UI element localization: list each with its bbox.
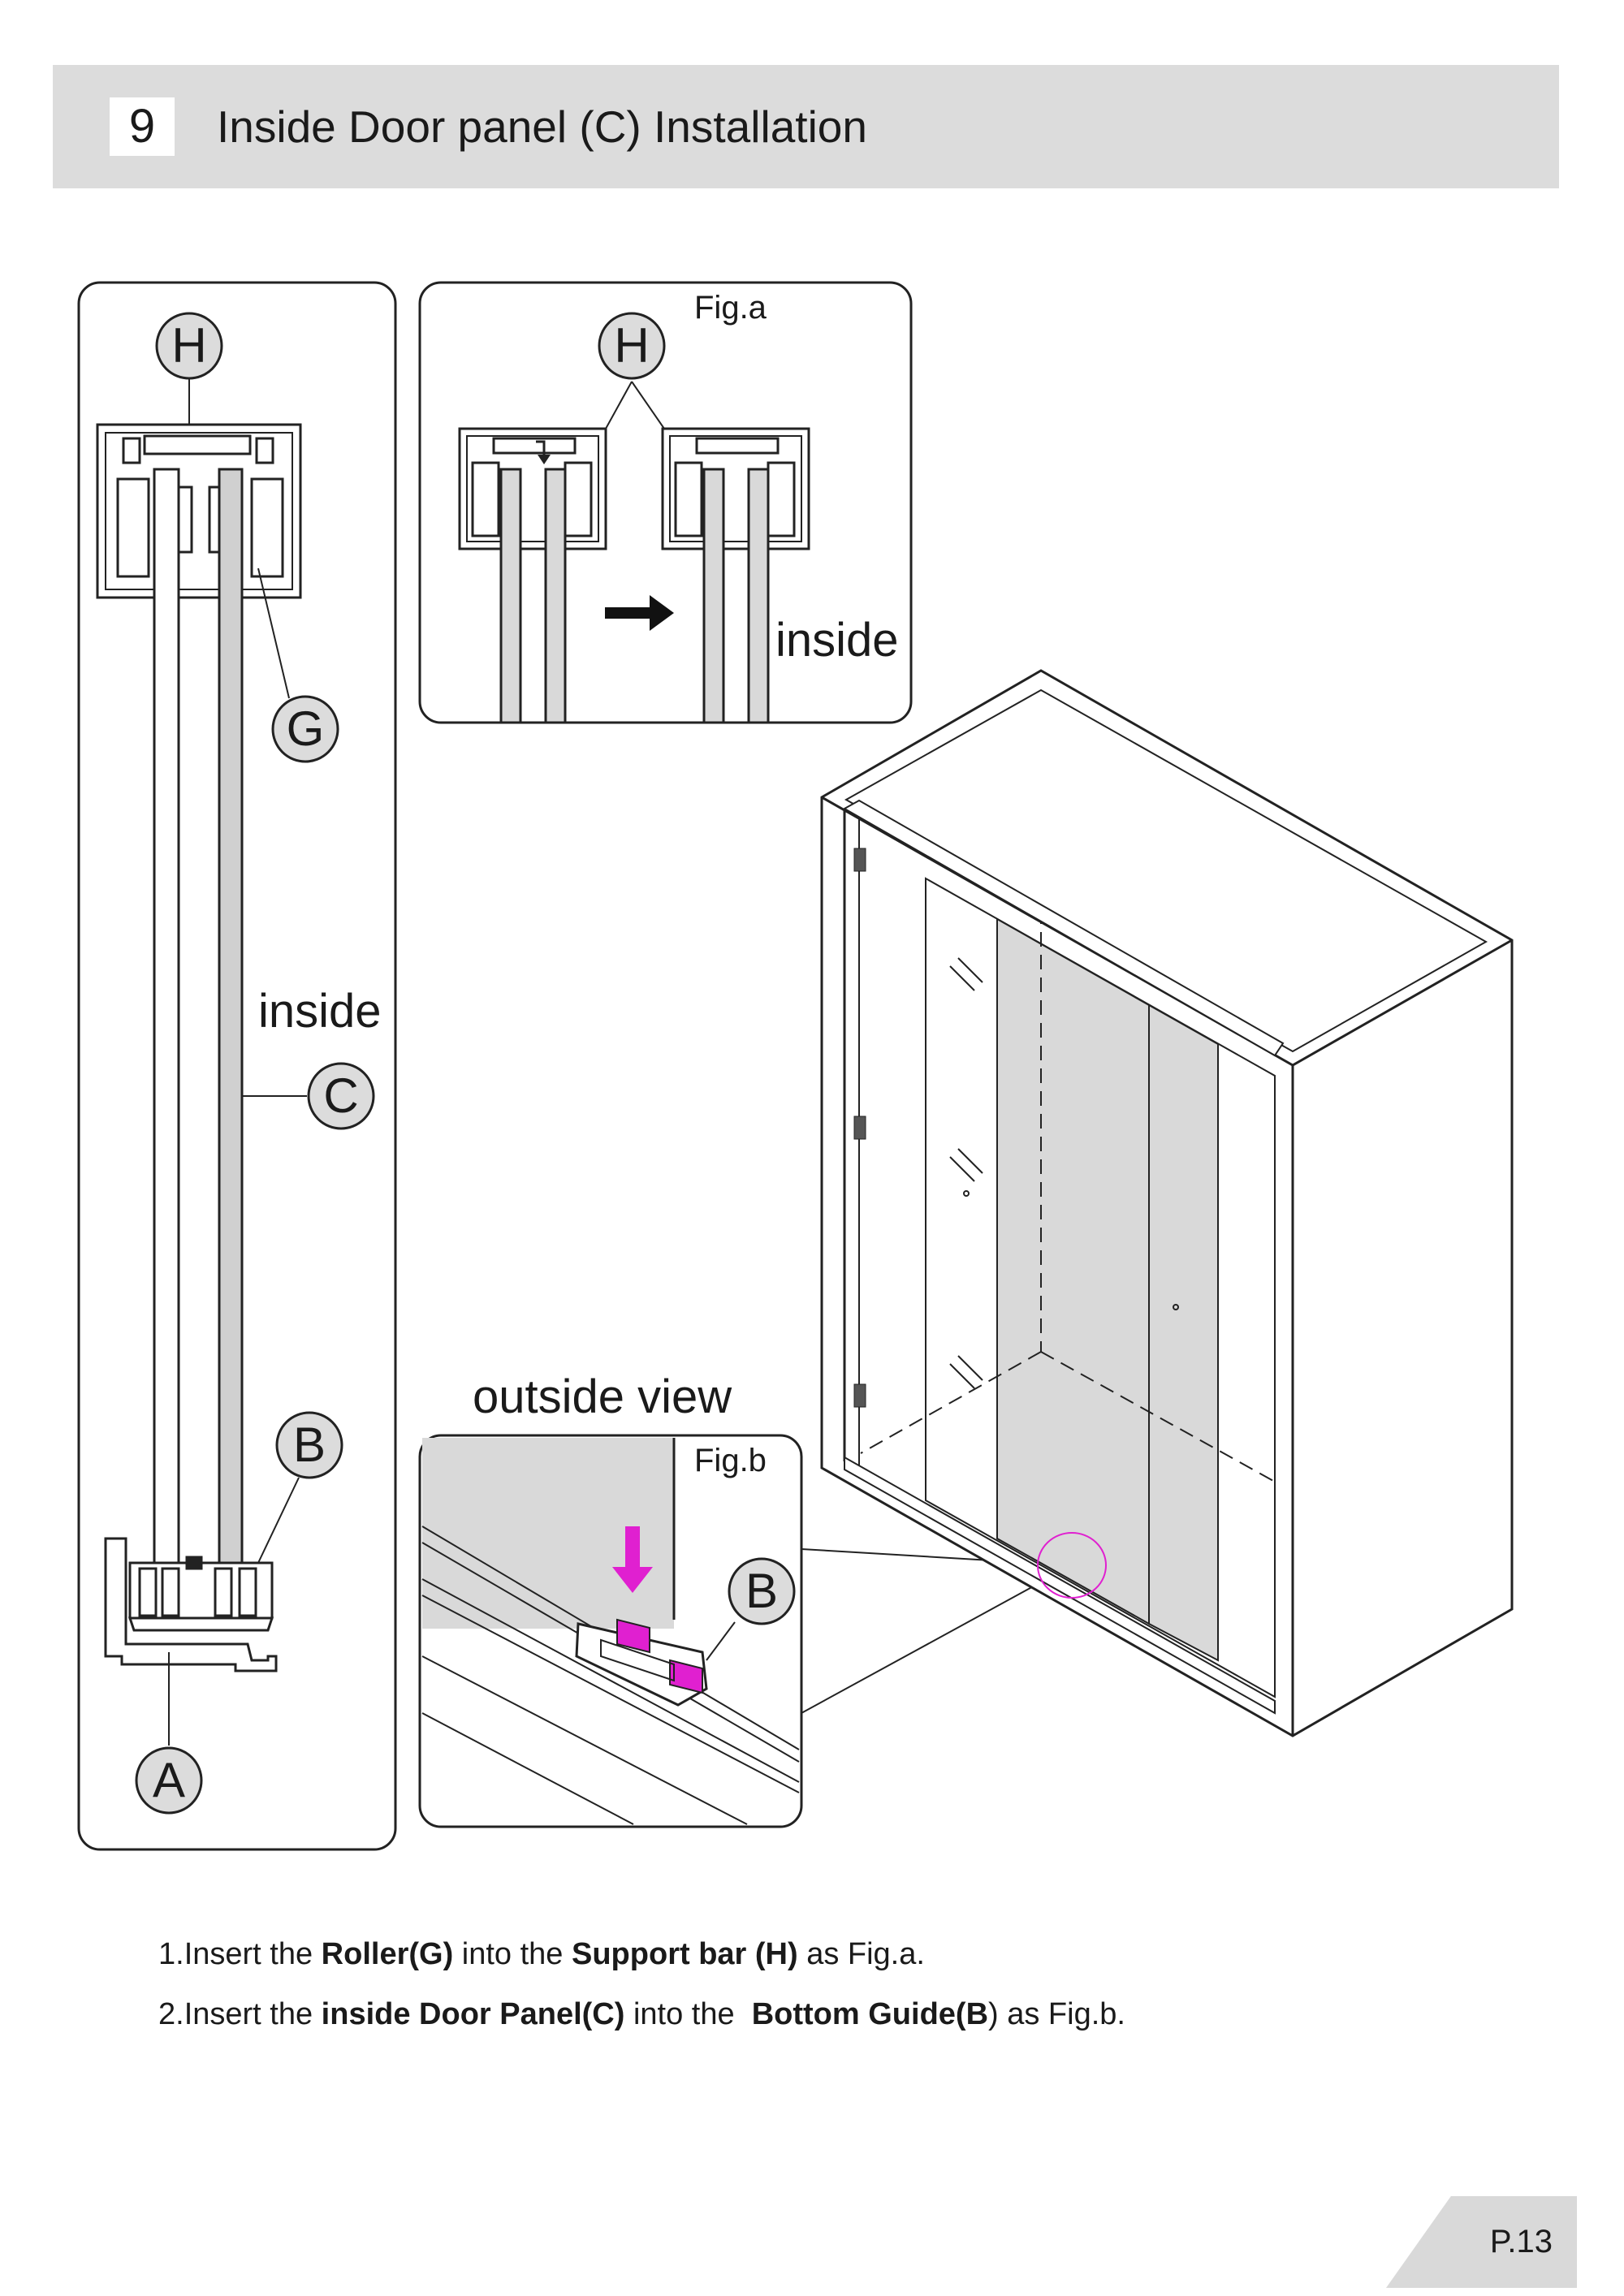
step-number: 9	[110, 97, 175, 156]
svg-text:B: B	[745, 1564, 778, 1618]
inside-label-fig-a: inside	[775, 614, 899, 667]
svg-text:A: A	[153, 1753, 185, 1807]
inside-label-left: inside	[258, 985, 382, 1038]
callout-b-fig-b: B	[728, 1557, 796, 1625]
callout-b-left: B	[275, 1411, 343, 1479]
instruction-step-2: 2.Insert the inside Door Panel(C) into t…	[158, 1997, 1125, 2031]
page-number: P.13	[1489, 2224, 1553, 2259]
svg-text:G: G	[287, 701, 325, 756]
arrow-right-icon	[605, 595, 674, 631]
step-header: 9 Inside Door panel (C) Installation	[53, 65, 1559, 188]
detail-zoom-circle	[1037, 1532, 1107, 1599]
svg-text:C: C	[323, 1068, 358, 1123]
fig-b-label: Fig.b	[694, 1443, 767, 1478]
fig-a-panel: Fig.a	[418, 281, 913, 724]
bottom-guide-profile	[104, 1537, 278, 1672]
callout-c: C	[307, 1062, 375, 1130]
fig-a-label: Fig.a	[694, 290, 767, 326]
instruction-step-1: 1.Insert the Roller(G) into the Support …	[158, 1937, 925, 1971]
outside-view-label: outside view	[473, 1370, 732, 1423]
outer-glass-panel	[153, 468, 180, 1624]
svg-text:H: H	[614, 318, 649, 373]
support-bar-profile	[96, 423, 302, 599]
callout-a: A	[135, 1746, 203, 1815]
svg-text:H: H	[171, 318, 206, 373]
svg-text:B: B	[293, 1418, 326, 1472]
fig-b-panel	[418, 1434, 803, 1828]
inside-door-panel-c	[218, 468, 244, 1624]
shower-enclosure	[820, 669, 1514, 1737]
step-title: Inside Door panel (C) Installation	[217, 101, 867, 152]
instructions: 1.Insert the Roller(G) into the Support …	[158, 1924, 1125, 2044]
callout-h-left: H	[155, 312, 223, 380]
arrow-down-icon	[612, 1526, 653, 1593]
callout-g: G	[271, 695, 339, 763]
callout-h-fig-a: H	[598, 312, 666, 380]
